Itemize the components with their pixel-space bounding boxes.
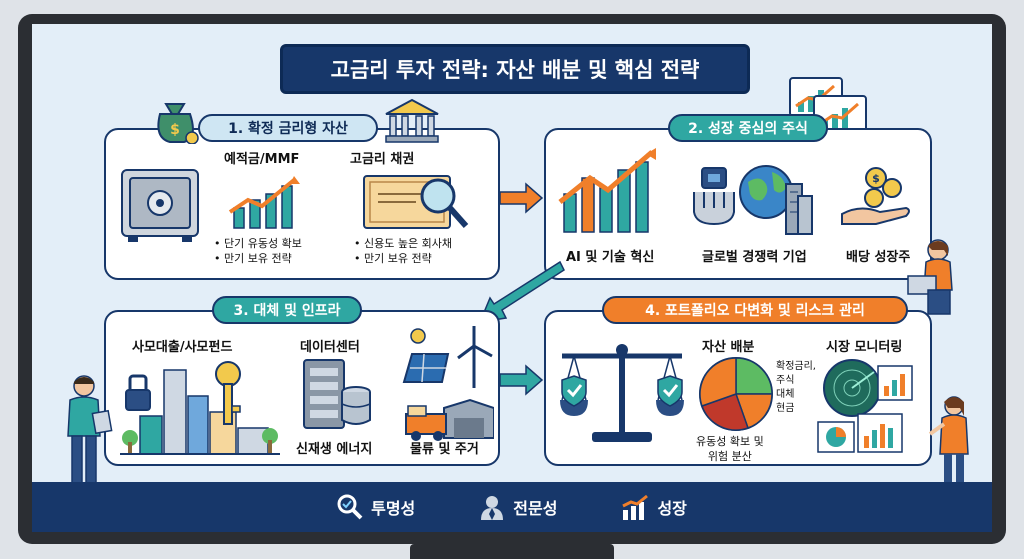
footer-label-growth: 성장 bbox=[657, 499, 687, 518]
balance-scale-shield-icon bbox=[552, 340, 692, 448]
deposit-mmf-label: 예적금/MMF bbox=[224, 152, 300, 167]
growth-bar-chart-icon bbox=[228, 174, 304, 230]
section-alternatives-badge: 3. 대체 및 인프라 bbox=[212, 296, 362, 324]
bond-bullet-1: • 신용도 높은 회사채 bbox=[354, 237, 452, 250]
svg-text:$: $ bbox=[872, 172, 880, 185]
woman-with-laptop-illustration bbox=[904, 238, 964, 318]
professional-person-icon bbox=[479, 494, 505, 520]
deposit-bullet-2: • 만기 보유 전략 bbox=[214, 252, 292, 265]
magnifier-check-icon bbox=[337, 494, 363, 520]
balance-caption: 유동성 확보 및 위험 분산 bbox=[696, 434, 764, 464]
allocation-pie-icon bbox=[696, 354, 776, 434]
bond-bullets: • 신용도 높은 회사채 • 만기 보유 전략 bbox=[354, 236, 452, 266]
legend-cash: 현금 bbox=[776, 403, 795, 414]
man-with-tablet-illustration bbox=[58, 372, 128, 492]
money-bag-icon: $ bbox=[150, 98, 200, 144]
radar-chart-icon bbox=[816, 356, 916, 456]
market-monitoring-label: 시장 모니터링 bbox=[826, 340, 903, 355]
allocation-label: 자산 배분 bbox=[702, 340, 755, 355]
footer-bar: 투명성 전문성 성장 bbox=[32, 482, 992, 532]
solar-wind-icon bbox=[402, 324, 494, 390]
growth-chart-icon bbox=[621, 494, 649, 520]
footer-item-expertise: 전문성 bbox=[479, 494, 557, 520]
monitor-stand bbox=[410, 544, 614, 559]
logistics-warehouse-icon bbox=[404, 398, 494, 442]
city-lock-key-icon bbox=[120, 356, 280, 456]
screen: 고금리 투자 전략: 자산 배분 및 핵심 전략 $ 1. 확정 금리형 자산 bbox=[32, 24, 992, 532]
bank-building-icon bbox=[384, 98, 440, 144]
bond-certificate-icon bbox=[362, 170, 474, 234]
high-yield-bond-label: 고금리 채권 bbox=[350, 152, 415, 167]
robot-hand-icon bbox=[686, 164, 742, 228]
arrow-right-teal-icon bbox=[500, 364, 544, 396]
safe-icon bbox=[120, 168, 202, 244]
arrow-right-icon bbox=[500, 182, 544, 214]
legend-stocks: 주식 bbox=[776, 375, 795, 386]
alt-item-logistics: 물류 및 주거 bbox=[410, 442, 479, 457]
allocation-legend: 확정금리, 주식 대체 현금 bbox=[776, 360, 816, 416]
alt-item-private-debt: 사모대출/사모펀드 bbox=[132, 340, 233, 355]
deposit-bullet-1: • 단기 유동성 확보 bbox=[214, 237, 302, 250]
page-title: 고금리 투자 전략: 자산 배분 및 핵심 전략 bbox=[280, 44, 750, 94]
deposit-bullets: • 단기 유동성 확보 • 만기 보유 전략 bbox=[214, 236, 302, 266]
section-fixed-income-badge: 1. 확정 금리형 자산 bbox=[198, 114, 378, 142]
balance-caption-line-2: 위험 분산 bbox=[707, 450, 752, 463]
section-growth-stocks-badge: 2. 성장 중심의 주식 bbox=[668, 114, 828, 142]
legend-fixed-income: 확정금리, bbox=[776, 361, 816, 372]
section-portfolio-badge: 4. 포트폴리오 다변화 및 리스크 관리 bbox=[602, 296, 908, 324]
alt-item-renewable: 신재생 에너지 bbox=[296, 442, 373, 457]
globe-icon bbox=[736, 162, 816, 238]
growth-item-global: 글로벌 경쟁력 기업 bbox=[702, 250, 807, 265]
ai-growth-chart-icon bbox=[556, 148, 666, 234]
footer-label-expertise: 전문성 bbox=[513, 499, 558, 518]
footer-label-transparency: 투명성 bbox=[371, 499, 416, 518]
footer-item-transparency: 투명성 bbox=[337, 494, 415, 520]
footer-item-growth: 성장 bbox=[621, 494, 687, 520]
svg-text:$: $ bbox=[170, 122, 180, 138]
growth-item-ai: AI 및 기술 혁신 bbox=[566, 250, 655, 265]
dividend-coins-hand-icon: $ bbox=[840, 164, 916, 228]
woman-presenter-illustration bbox=[928, 394, 978, 514]
server-database-icon bbox=[300, 358, 374, 432]
legend-alternatives: 대체 bbox=[776, 389, 795, 400]
alt-item-datacenter: 데이터센터 bbox=[300, 340, 360, 355]
bond-bullet-2: • 만기 보유 전략 bbox=[354, 252, 432, 265]
growth-item-dividend: 배당 성장주 bbox=[846, 250, 911, 265]
balance-caption-line-1: 유동성 확보 및 bbox=[696, 435, 764, 448]
